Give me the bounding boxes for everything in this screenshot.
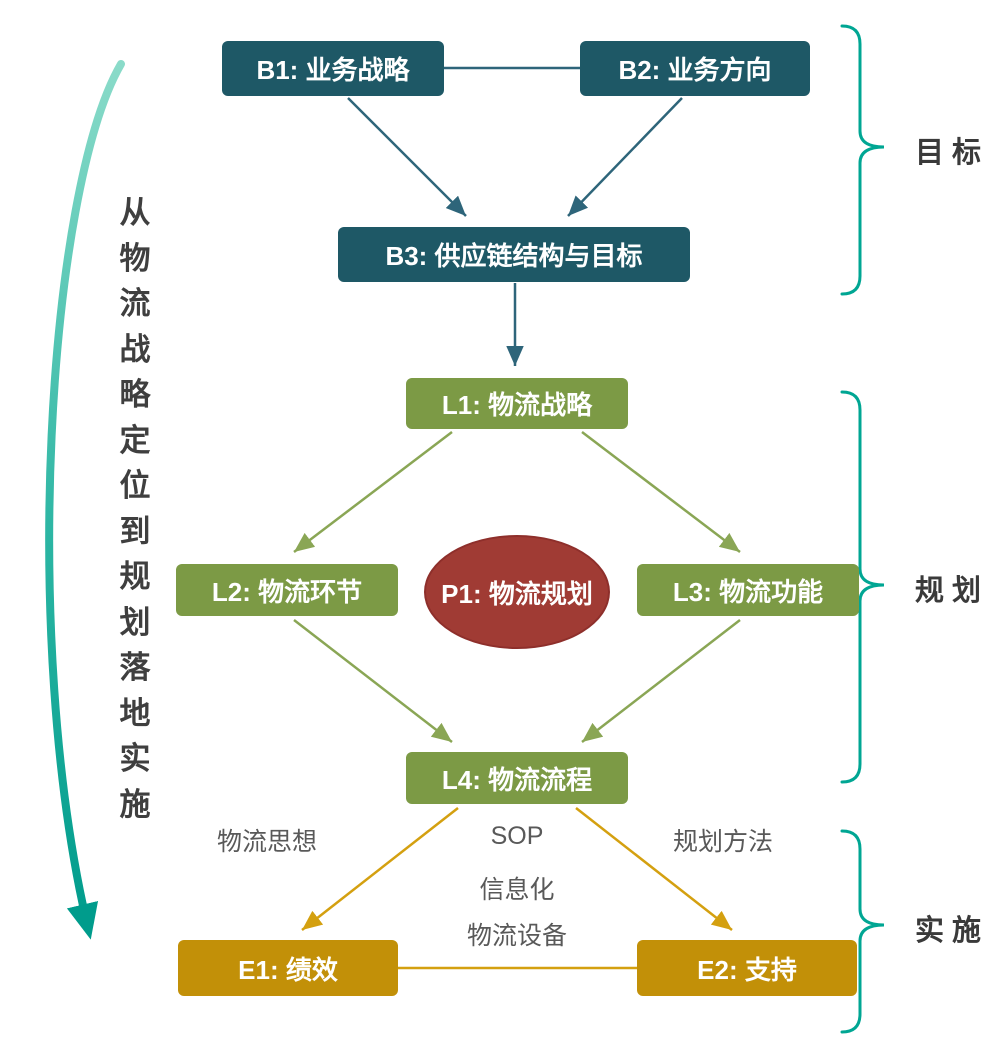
node-e1: E1: 绩效 [178, 940, 398, 996]
annotation-planning-method: 规划方法 [672, 828, 773, 856]
brace-plan [840, 390, 885, 784]
brace-goal [840, 24, 885, 296]
node-p1: P1: 物流规划 [424, 535, 610, 649]
annotation-informatization: 信息化 [479, 876, 555, 904]
edge-l4-e1 [301, 807, 459, 931]
node-l4: L4: 物流流程 [406, 752, 628, 804]
node-l2: L2: 物流环节 [176, 564, 398, 616]
brace-implement [840, 829, 885, 1034]
annotation-logistics-thinking: 物流思想 [216, 828, 317, 856]
edge-l2-l4 [293, 619, 453, 743]
side-flow-arrow [45, 60, 125, 940]
edge-l1-l2 [293, 431, 453, 553]
node-b2: B2: 业务方向 [580, 41, 810, 96]
annotation-sop: SOP [490, 822, 544, 850]
side-arrow-label: 从物流战略定位到规划落地实施 [119, 195, 151, 822]
edge-b2-b3 [567, 97, 683, 217]
node-e2: E2: 支持 [637, 940, 857, 996]
edge-l3-l4 [581, 619, 741, 743]
node-l1: L1: 物流战略 [406, 378, 628, 429]
node-b1: B1: 业务战略 [222, 41, 444, 96]
edge-b1-b3 [347, 97, 467, 217]
annotation-logistics-equipment: 物流设备 [466, 922, 567, 950]
node-b3: B3: 供应链结构与目标 [338, 227, 690, 282]
stage-label-goal: 目 标 [914, 137, 982, 169]
stage-label-implement: 实 施 [914, 915, 982, 947]
node-l3: L3: 物流功能 [637, 564, 859, 616]
stage-label-plan: 规 划 [914, 575, 982, 607]
edge-l1-l3 [581, 431, 741, 553]
edge-l4-e2 [575, 807, 733, 931]
